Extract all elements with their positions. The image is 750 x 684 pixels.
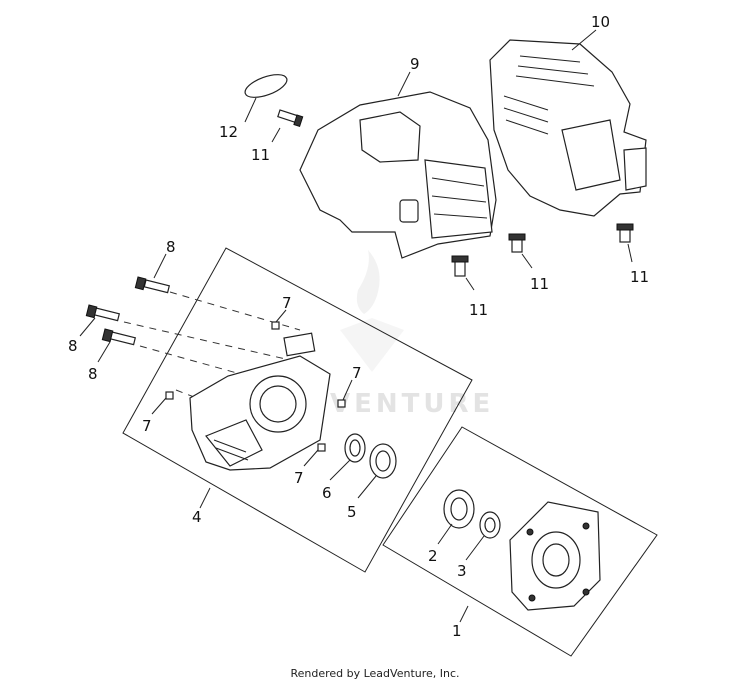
watermark-logo bbox=[340, 250, 404, 372]
callout-11-center: 11 bbox=[469, 301, 488, 319]
screw-11-center bbox=[451, 255, 469, 277]
crankcase-group-frame bbox=[122, 247, 473, 573]
leader-12 bbox=[244, 97, 257, 123]
callout-1: 1 bbox=[452, 622, 462, 640]
leader-11-mid bbox=[521, 253, 533, 269]
callout-7d: 7 bbox=[294, 469, 304, 487]
crankcase-part bbox=[189, 332, 331, 471]
alignment-line bbox=[169, 291, 301, 331]
alignment-line bbox=[123, 321, 291, 361]
seal-3-part bbox=[479, 511, 501, 539]
leader-11-center bbox=[465, 277, 475, 291]
callout-10: 10 bbox=[591, 13, 610, 31]
bolt-8-middle bbox=[85, 304, 121, 322]
leader-9 bbox=[397, 71, 411, 97]
shroud-part bbox=[489, 39, 647, 217]
bearing-5-part bbox=[369, 443, 397, 479]
callout-11-right: 11 bbox=[630, 268, 649, 286]
leader-4 bbox=[199, 487, 211, 509]
callout-11-mid: 11 bbox=[530, 275, 549, 293]
leader-3 bbox=[465, 535, 485, 561]
engine-cover-part bbox=[299, 91, 497, 259]
leader-8-low bbox=[97, 341, 111, 363]
render-credit: Rendered by LeadVenture, Inc. bbox=[290, 667, 459, 680]
leader-7c bbox=[151, 397, 167, 415]
housing-group-frame bbox=[382, 426, 658, 657]
leader-5 bbox=[357, 475, 377, 499]
leader-7d bbox=[303, 449, 319, 467]
dowel-pin-7b bbox=[337, 399, 346, 408]
callout-7b: 7 bbox=[352, 364, 362, 382]
callout-12: 12 bbox=[219, 123, 238, 141]
screw-11-upper bbox=[277, 109, 304, 127]
leader-8-top bbox=[153, 253, 167, 279]
leader-11-upper bbox=[271, 127, 281, 143]
callout-8-low: 8 bbox=[88, 365, 98, 383]
seal-6-part bbox=[344, 433, 366, 463]
leader-7a bbox=[275, 309, 287, 323]
callout-4: 4 bbox=[192, 508, 202, 526]
callout-8-top: 8 bbox=[166, 238, 176, 256]
dowel-pin-7c bbox=[165, 391, 174, 400]
leader-7b bbox=[342, 379, 353, 401]
bolt-8-top bbox=[134, 276, 171, 294]
callout-11-upper: 11 bbox=[251, 146, 270, 164]
dowel-pin-7a bbox=[271, 321, 280, 330]
leader-2 bbox=[437, 523, 453, 545]
leader-6 bbox=[329, 459, 351, 481]
screw-11-mid bbox=[508, 233, 526, 253]
o-ring-part bbox=[244, 74, 288, 98]
leader-10 bbox=[571, 29, 597, 51]
leader-11-right bbox=[627, 243, 633, 263]
clutch-housing-part bbox=[509, 501, 601, 611]
callout-7a: 7 bbox=[282, 294, 292, 312]
screw-11-right bbox=[616, 223, 634, 243]
callout-8-mid: 8 bbox=[68, 337, 78, 355]
bearing-2-part bbox=[443, 489, 475, 529]
callout-9: 9 bbox=[410, 55, 420, 73]
callout-7c: 7 bbox=[142, 417, 152, 435]
watermark-text: VENTURE bbox=[330, 389, 494, 419]
leader-8-mid bbox=[79, 317, 96, 337]
leader-1 bbox=[459, 605, 469, 623]
callout-6: 6 bbox=[322, 484, 332, 502]
dowel-pin-7d bbox=[317, 443, 326, 452]
bolt-8-lower bbox=[101, 328, 137, 346]
callout-3: 3 bbox=[457, 562, 467, 580]
callout-2: 2 bbox=[428, 547, 438, 565]
callout-5: 5 bbox=[347, 503, 357, 521]
